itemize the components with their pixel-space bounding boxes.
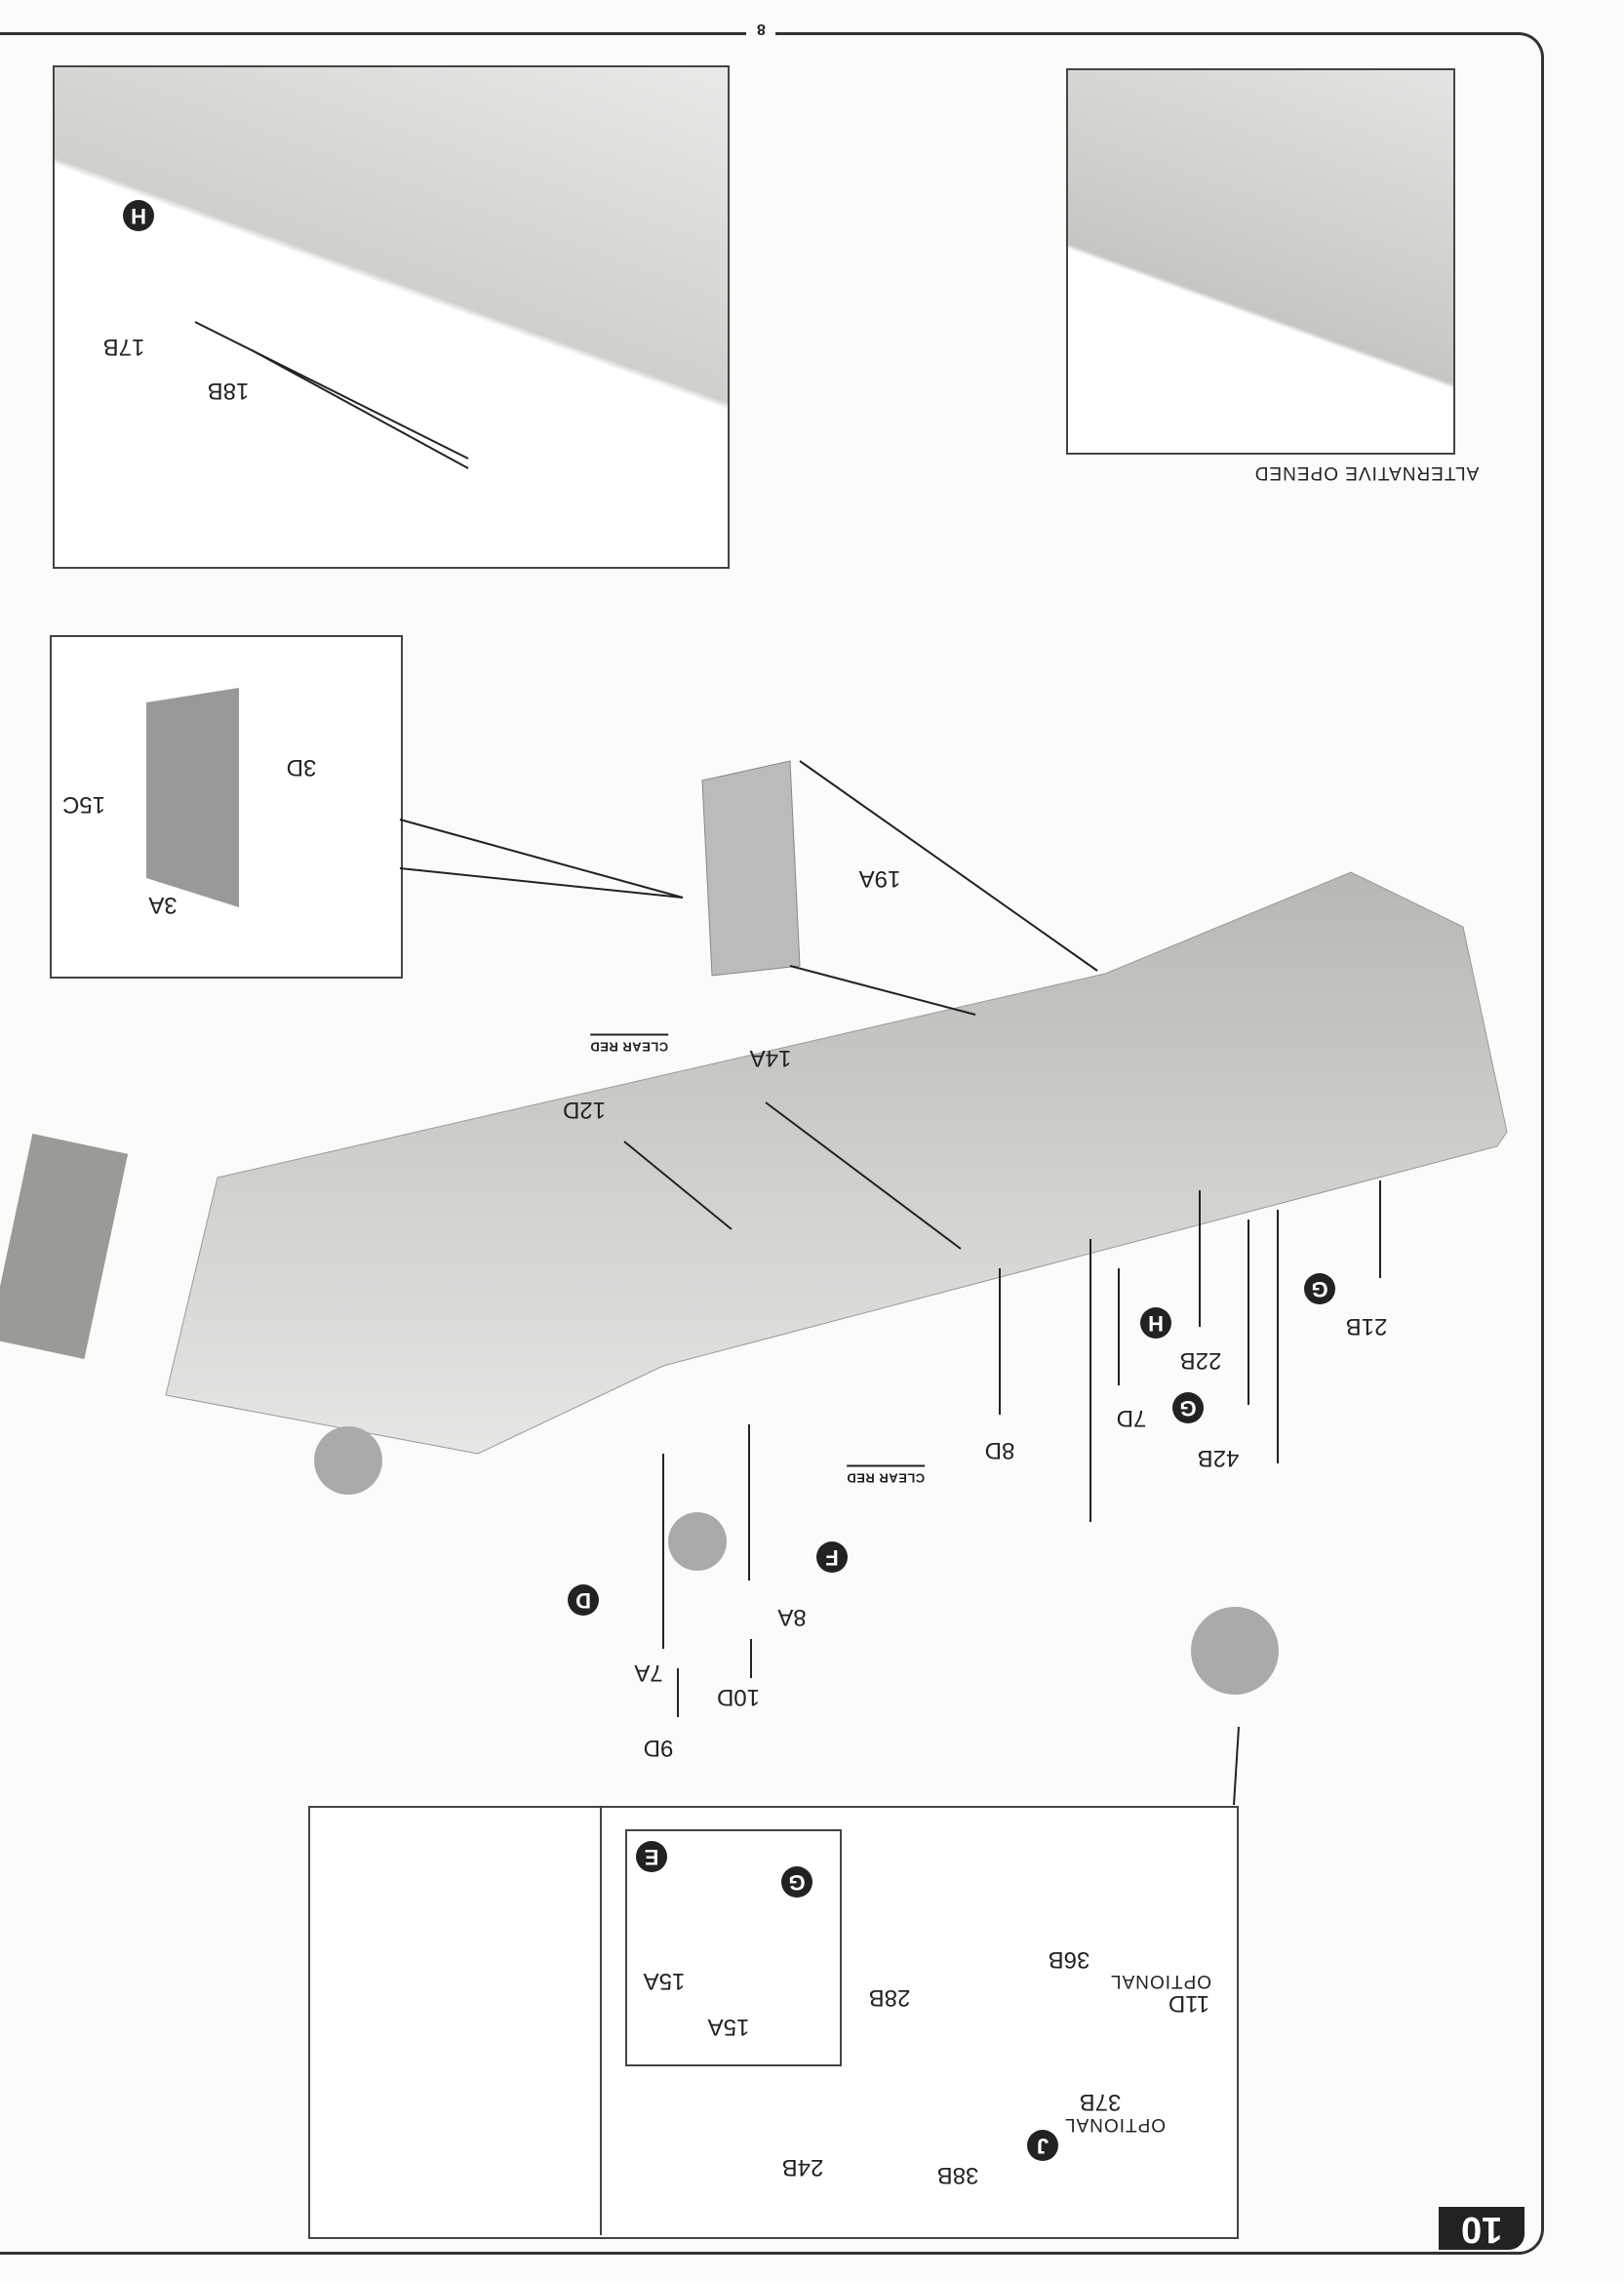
part-label: 38B	[936, 2162, 979, 2188]
optional-note: OPTIONAL	[1109, 1971, 1212, 1991]
part-label: 7D	[1116, 1405, 1147, 1431]
part-label: 24B	[781, 2154, 824, 2181]
callout-marker: G	[781, 1866, 812, 1898]
step-number-badge: 10	[1439, 2207, 1525, 2250]
part-label: 21B	[1345, 1313, 1388, 1340]
landing-gear-box	[308, 1806, 1239, 2239]
part-label: 42B	[1197, 1445, 1240, 1471]
clear-red-note: CLEAR RED	[589, 1033, 669, 1055]
clear-red-note: CLEAR RED	[846, 1464, 926, 1486]
wheel-subassembly-box	[625, 1829, 842, 2066]
part-label: 14A	[749, 1045, 792, 1071]
part-label: 3D	[286, 754, 317, 780]
part-label: 8D	[984, 1437, 1015, 1463]
door-part	[701, 760, 801, 977]
part-label: 12D	[562, 1097, 607, 1123]
wheel	[314, 1426, 382, 1495]
optional-note: OPTIONAL	[1063, 2114, 1167, 2135]
callout-marker: J	[1027, 2130, 1058, 2161]
leader-lines	[194, 321, 1381, 1806]
part-label: 8A	[777, 1604, 807, 1630]
part-label: 11D	[1168, 1990, 1210, 2017]
wheel	[1191, 1607, 1279, 1695]
part-label: 15A	[707, 2014, 750, 2040]
part-label: 9D	[643, 1735, 674, 1761]
callout-marker: E	[636, 1841, 667, 1872]
landing-gear-divider	[600, 1806, 602, 2235]
part-label: 10D	[716, 1684, 761, 1710]
part-label: 37B	[1079, 2089, 1122, 2115]
part-label: 7A	[634, 1660, 663, 1686]
page-number: 8	[746, 20, 775, 45]
tail-fin	[0, 1133, 129, 1360]
door-frame-part	[146, 688, 239, 907]
detail-photo-alternative-opened	[1066, 68, 1455, 455]
part-label: 28B	[868, 1984, 911, 2011]
part-label: 19A	[858, 865, 901, 892]
callout-marker: D	[568, 1584, 599, 1616]
detail-photo-door-closed	[53, 65, 730, 569]
fuselage	[165, 871, 1508, 1455]
part-label: 36B	[1048, 1946, 1090, 1973]
callout-marker: H	[1140, 1307, 1171, 1339]
part-label: 15A	[643, 1968, 686, 1994]
part-label: 22B	[1179, 1347, 1222, 1374]
callout-marker: H	[123, 200, 154, 231]
part-label: 17B	[102, 334, 145, 360]
part-label: 3A	[148, 892, 178, 918]
part-label: 18B	[207, 378, 250, 404]
callout-marker: G	[1172, 1392, 1204, 1423]
callout-marker: G	[1304, 1273, 1335, 1304]
part-label: 15C	[61, 791, 106, 818]
wheel	[668, 1512, 727, 1571]
callout-marker: F	[816, 1541, 848, 1573]
